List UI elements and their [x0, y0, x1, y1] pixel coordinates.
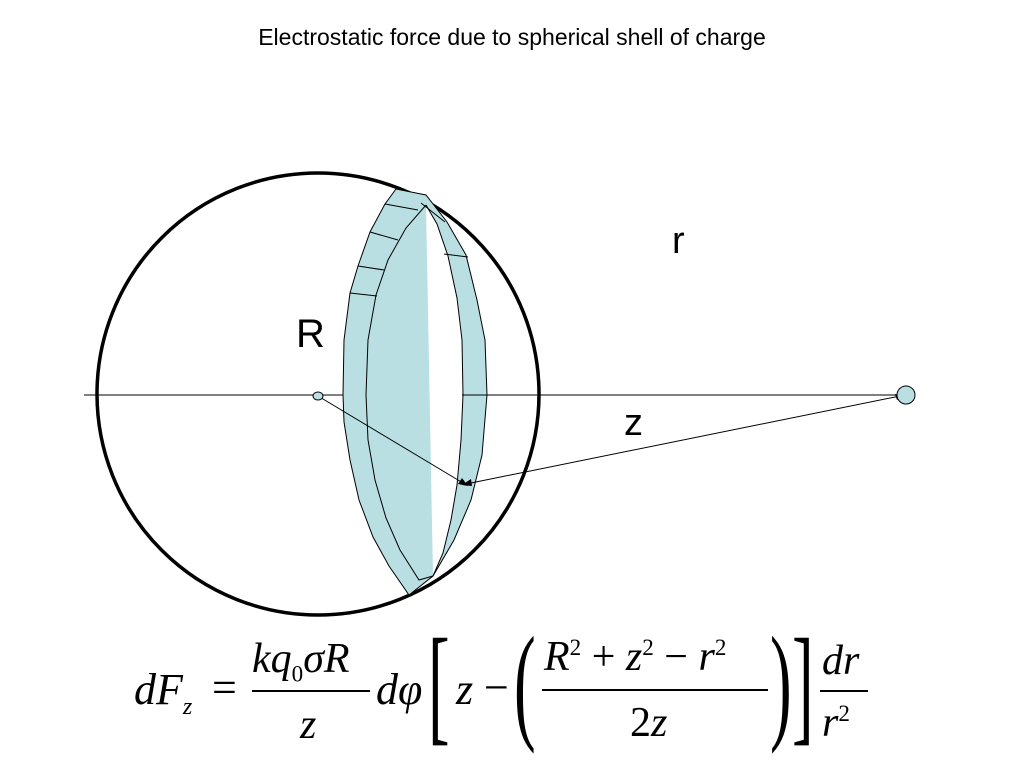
- eq-paren-left: (: [514, 611, 536, 755]
- eq-minus: −: [484, 663, 509, 712]
- eq-bracket-left: [: [428, 613, 450, 757]
- eq-lhs: dFz: [134, 668, 192, 719]
- eq-inner-z: z: [456, 665, 474, 714]
- eq-f2-minus: −: [664, 634, 688, 680]
- label-R: R: [296, 312, 325, 356]
- eq-f2-R-exp: 2: [569, 634, 582, 660]
- eq-f2-R: R: [544, 634, 570, 680]
- eq-lhs-sub: z: [182, 692, 193, 720]
- eq-lhs-F: F: [156, 665, 183, 714]
- eq-frac2-denominator: 2z: [630, 702, 667, 744]
- eq-frac1-bar: [252, 690, 370, 692]
- eq-f2-den-z: z: [651, 700, 668, 746]
- eq-R: R: [323, 636, 350, 682]
- slide-title: Electrostatic force due to spherical she…: [258, 24, 766, 50]
- eq-frac2-numerator: R2 + z2 − r2: [544, 634, 727, 680]
- label-z: z: [624, 402, 643, 444]
- label-r: r: [672, 220, 685, 262]
- eq-frac1-numerator: kq0σR: [252, 638, 350, 685]
- r-vector-arrowhead-ring: [462, 479, 472, 486]
- eq-lhs-d: d: [134, 665, 156, 714]
- eq-equals: =: [212, 663, 237, 712]
- charged-ring-band: [342, 188, 488, 596]
- eq-dphi-phi: φ: [398, 665, 423, 714]
- sphere-center-point: [312, 391, 324, 401]
- eq-q: q: [270, 636, 292, 682]
- eq-f2-r: r: [698, 634, 715, 680]
- eq-k: k: [252, 636, 271, 682]
- ring-inner-edge: [365, 204, 434, 581]
- eq-frac3-denominator: r2: [822, 700, 850, 746]
- r-vector-line: [465, 394, 906, 485]
- eq-f2-r-exp: 2: [714, 634, 727, 660]
- eq-frac3-bar: [820, 690, 868, 692]
- eq-f2-den-2: 2: [630, 700, 651, 746]
- eq-sigma: σ: [303, 636, 324, 682]
- eq-paren-right: ): [770, 611, 792, 755]
- eq-frac3-numerator: dr: [822, 638, 860, 684]
- eq-f2-plus: +: [591, 634, 616, 680]
- eq-frac2-bar: [542, 689, 768, 691]
- eq-dphi-d: d: [376, 665, 398, 714]
- eq-f3-r: r: [822, 700, 839, 746]
- eq-frac1-denominator: z: [300, 702, 317, 748]
- test-charge-point: [896, 385, 916, 405]
- ring-segment-ticks: [349, 202, 487, 396]
- eq-f2-z: z: [625, 634, 643, 680]
- eq-q-sub: 0: [291, 660, 304, 687]
- eq-dphi: dφ: [376, 668, 422, 712]
- sphere-outline: [95, 171, 541, 617]
- eq-f3-r-exp: 2: [838, 700, 850, 726]
- eq-bracket-right: ]: [792, 613, 814, 757]
- R-vector-line: [317, 395, 464, 484]
- eq-f2-z-exp: 2: [642, 634, 654, 660]
